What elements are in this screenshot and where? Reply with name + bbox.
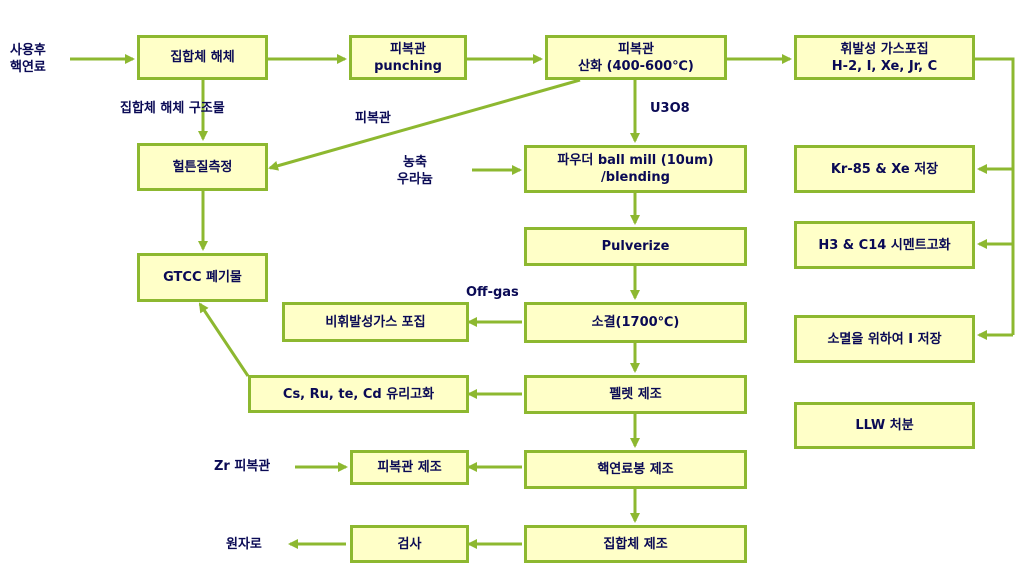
box-disassembly-text: 집합체 해체 (170, 50, 235, 65)
box-assembly-text: 집합체 제조 (603, 536, 668, 552)
box-cladding-fab-text: 피복관 제조 (377, 460, 442, 475)
input-spent-fuel: 사용후 핵연료 (10, 42, 46, 76)
input-zr-cladding: Zr 피복관 (214, 459, 271, 474)
box-kr-xe-storage: Kr-85 & Xe 저장 (794, 145, 975, 193)
box-pulverize: Pulverize (524, 227, 747, 266)
box-inspection-text: 검사 (397, 536, 422, 552)
input-spent-fuel-line1: 사용후 (10, 43, 46, 58)
box-gtcc-text: GTCC 폐기물 (163, 270, 242, 285)
box-punching-line1: 피복관 (390, 41, 426, 57)
box-vitrification: Cs, Ru, te, Cd 유리고화 (248, 375, 469, 413)
input-enriched-line2: 우라늄 (397, 172, 433, 187)
box-h3-c14-text: H3 & C14 시멘트고화 (818, 237, 951, 253)
box-hull-text: 헐튼질측정 (172, 159, 233, 175)
label-u3o8: U3O8 (650, 101, 690, 116)
label-cladding: 피복관 (355, 111, 391, 126)
box-disassembly: 집합체 해체 (137, 35, 268, 80)
box-oxidation-line1: 피복관 (618, 41, 654, 57)
box-pulverize-text: Pulverize (601, 239, 670, 254)
box-oxidation-line2: 산화 (400-600℃) (578, 58, 694, 74)
box-nonvolatile-text: 비휘발성가스 포집 (325, 314, 426, 330)
input-enriched-uranium: 농축 우라늄 (397, 154, 433, 188)
box-pellet-text: 펠렛 제조 (609, 387, 662, 402)
box-ballmill-line1: 파우더 ball mill (10um) (557, 153, 714, 168)
box-iodine-text: 소멸을 위하여 I 저장 (827, 331, 942, 347)
box-fuelrod-text: 핵연료봉 제조 (597, 462, 674, 477)
box-punching-line2: punching (374, 58, 442, 74)
box-iodine-storage: 소멸을 위하여 I 저장 (794, 315, 975, 363)
box-sintering: 소결(1700℃) (524, 302, 747, 343)
label-reactor: 원자로 (226, 537, 262, 552)
box-ballmill-line2: /blending (601, 170, 670, 185)
arrow-vitrification-to-gtcc (198, 302, 250, 377)
box-hull-measurement: 헐튼질측정 (137, 143, 268, 191)
box-llw-text: LLW 처분 (855, 418, 914, 433)
input-enriched-line1: 농축 (402, 155, 427, 170)
input-spent-fuel-line2: 핵연료 (10, 60, 46, 75)
arrow-oxidation-to-hull (268, 78, 581, 171)
box-volatile-line1: 휘발성 가스포집 (840, 41, 929, 57)
box-inspection: 검사 (350, 525, 469, 563)
box-vitrification-text: Cs, Ru, te, Cd 유리고화 (282, 386, 435, 402)
gas-distribution-line (975, 57, 1015, 335)
box-llw-disposal: LLW 처분 (794, 402, 975, 449)
box-cladding-fabrication: 피복관 제조 (350, 450, 469, 485)
box-assembly-fabrication: 집합체 제조 (524, 525, 747, 563)
box-gtcc-waste: GTCC 폐기물 (137, 253, 268, 302)
box-fuel-rod-fabrication: 핵연료봉 제조 (524, 450, 747, 489)
box-ball-mill: 파우더 ball mill (10um) /blending (524, 145, 747, 193)
box-sintering-text: 소결(1700℃) (591, 315, 680, 330)
label-off-gas: Off-gas (466, 285, 519, 300)
box-pellet-fabrication: 펠렛 제조 (524, 375, 747, 414)
box-h3-c14-cement: H3 & C14 시멘트고화 (794, 221, 975, 269)
box-volatile-gas-capture: 휘발성 가스포집 H-2, I, Xe, Jr, C (794, 35, 975, 80)
box-cladding-punching: 피복관 punching (349, 35, 467, 80)
box-kr-xe-text: Kr-85 & Xe 저장 (830, 161, 939, 177)
box-volatile-line2: H-2, I, Xe, Jr, C (831, 58, 938, 74)
box-nonvolatile-gas-capture: 비휘발성가스 포집 (282, 302, 469, 342)
box-cladding-oxidation: 피복관 산화 (400-600℃) (545, 35, 727, 80)
label-structural-parts: 집합체 해체 구조물 (120, 101, 225, 116)
